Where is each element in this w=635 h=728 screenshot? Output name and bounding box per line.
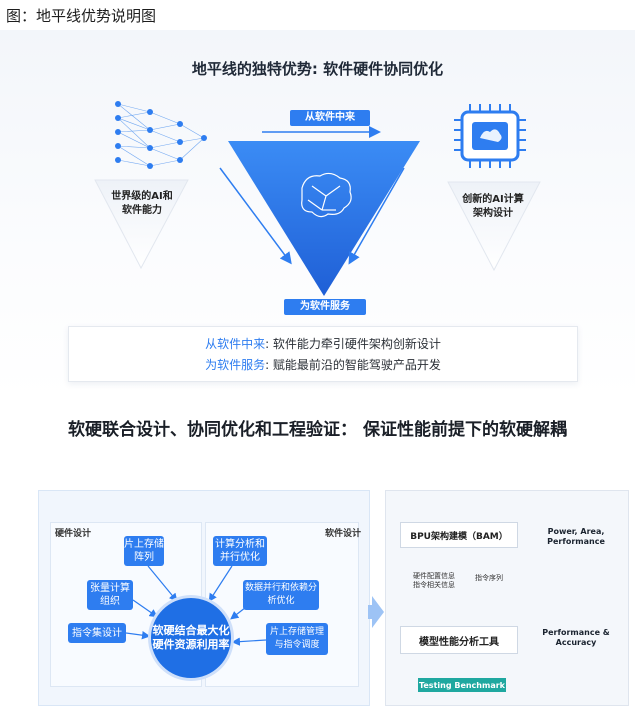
software-design-label: 软件设计	[325, 529, 362, 539]
right-triangle	[447, 181, 541, 272]
tensor-computation-box: 张量计算组织	[87, 580, 133, 610]
ai-architecture-design-label: 创新的AI计算架构设计	[462, 194, 524, 219]
summary-key-2: 为软件服务	[205, 358, 266, 372]
neural-network-icon	[115, 101, 207, 169]
ai-chip-icon	[454, 104, 526, 168]
right-diagonal-arrow	[348, 167, 405, 265]
bpu-architecture-modeling-box: BPU架构建模（BAM）	[400, 522, 518, 548]
hardware-design-label: 硬件设计	[55, 529, 92, 539]
left-triangle	[94, 179, 189, 270]
brain-icon	[301, 172, 352, 218]
figure-caption: 图：地平线优势说明图	[6, 7, 157, 25]
model-performance-tool-box: 模型性能分析工具	[400, 626, 518, 654]
summary-line-1: 从软件中来: 软件能力牵引硬件架构创新设计	[69, 335, 577, 352]
hw-sw-combination-circle: 软硬结合最大化硬件资源利用率	[151, 598, 231, 678]
left-diagonal-arrow	[219, 167, 292, 265]
testing-benchmark-box: Testing Benchmark	[418, 678, 506, 692]
from-software-pill: 从软件中来	[290, 110, 370, 126]
summary-text-1: : 软件能力牵引硬件架构创新设计	[265, 337, 441, 351]
summary-box: 从软件中来: 软件能力牵引硬件架构创新设计 为软件服务: 赋能最前沿的智能驾驶产…	[68, 326, 578, 382]
ppa-output-label: Power, Area, Performance	[547, 527, 605, 546]
main-heading: 软硬联合设计、协同优化和工程验证： 保证性能前提下的软硬解耦	[68, 420, 567, 440]
summary-key-1: 从软件中来	[205, 337, 266, 351]
ai-software-capability-label: 世界级的AI和软件能力	[111, 191, 173, 216]
central-triangle	[228, 141, 420, 296]
serve-software-pill: 为软件服务	[284, 299, 366, 315]
onchip-storage-management-box: 片上存储管理与指令调度	[266, 623, 328, 655]
instruction-set-design-box: 指令集设计	[68, 623, 126, 643]
instruction-sequence-label: 指令序列	[475, 574, 503, 582]
data-parallel-analysis-box: 数据并行和依赖分析优化	[243, 580, 319, 610]
compute-analysis-box: 计算分析和并行优化	[213, 536, 267, 566]
summary-line-2: 为软件服务: 赋能最前沿的智能驾驶产品开发	[69, 356, 577, 373]
onchip-storage-array-box: 片上存储阵列	[124, 536, 164, 566]
advantage-title: 地平线的独特优势: 软件硬件协同优化	[191, 60, 444, 78]
hardware-config-info-label: 硬件配置信息指令相关信息	[413, 572, 455, 589]
performance-accuracy-output-label: Performance & Accuracy	[542, 628, 610, 647]
advantage-graphic	[94, 101, 541, 296]
summary-text-2: : 赋能最前沿的智能驾驶产品开发	[265, 358, 441, 372]
